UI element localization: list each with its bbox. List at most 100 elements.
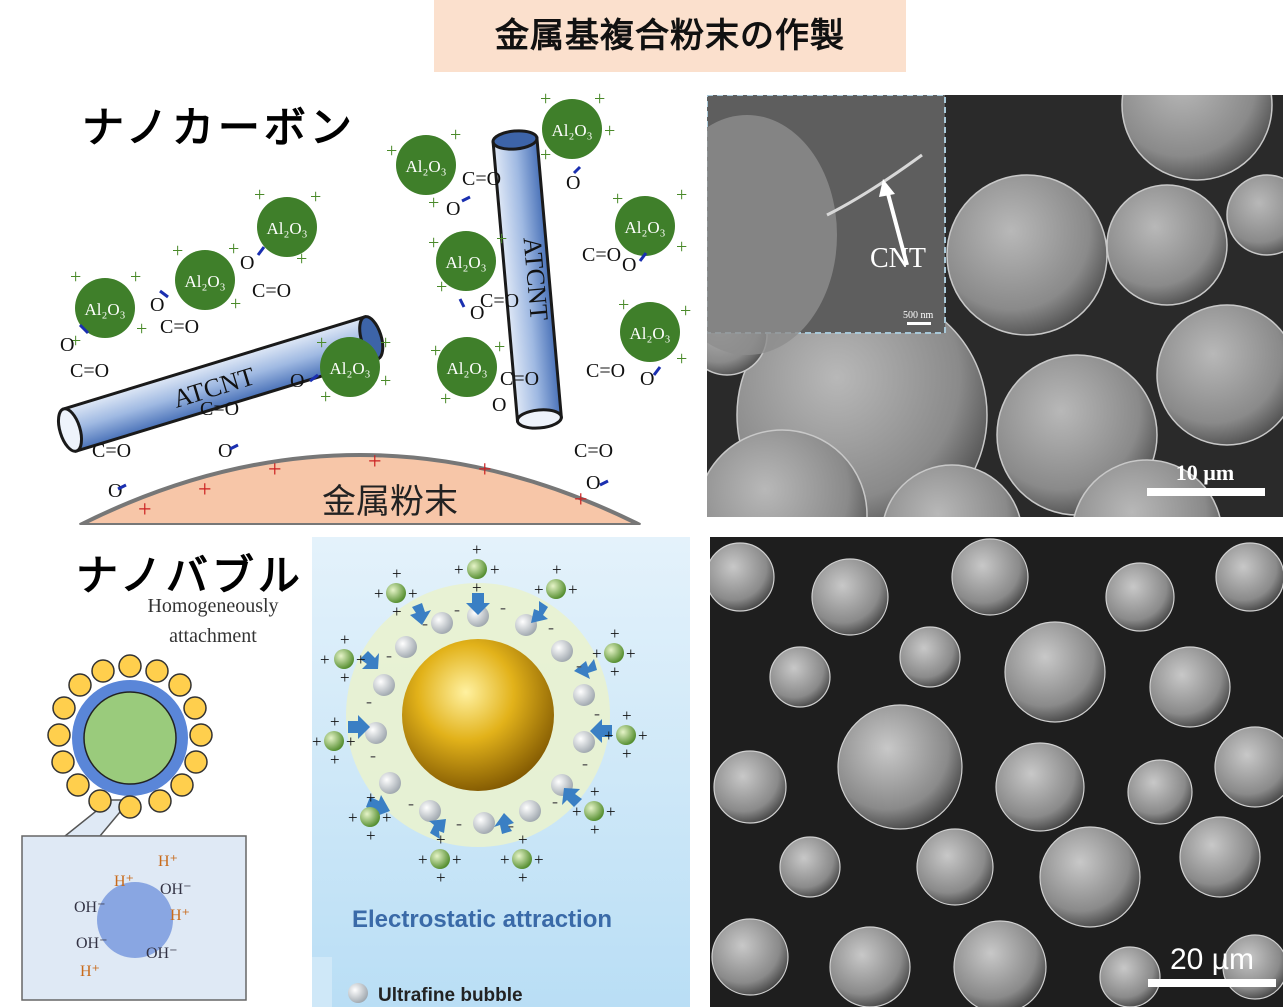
svg-text:C=O: C=O bbox=[574, 440, 613, 462]
alumina-particles: Al₂O₃ Al₂O₃ Al₂O₃ Al₂O₃ Al₂O₃ Al₂O₃ Al₂O… bbox=[75, 99, 680, 397]
svg-text:C=O: C=O bbox=[252, 280, 291, 302]
bubble-attachment-diagram: Homogeneously attachment H⁺ H⁺ OH⁻ OH⁻ H… bbox=[21, 595, 279, 1001]
svg-text:+: + bbox=[386, 140, 397, 162]
svg-text:+: + bbox=[494, 336, 505, 358]
svg-text:+: + bbox=[604, 120, 615, 142]
carboxyl-groups: O C=O O C=O O C=O O C=O O C=O O O C=O O … bbox=[60, 168, 654, 502]
svg-text:O: O bbox=[290, 370, 304, 392]
svg-text:+: + bbox=[574, 487, 588, 513]
plus-charges: ++++ +++ ++++ ++++ ++++ ++++ ++++ ++++ +… bbox=[312, 540, 648, 887]
svg-text:+: + bbox=[330, 750, 340, 769]
svg-text:+: + bbox=[490, 560, 500, 579]
atcnt-tube-right: ATCNT bbox=[491, 129, 563, 430]
svg-text:C=O: C=O bbox=[70, 360, 109, 382]
cnt-fiber bbox=[826, 153, 923, 217]
electrostatic-diagram: --- --- --- --- -- ++++ +++ ++++ ++++ ++… bbox=[312, 537, 690, 1007]
svg-text:C=O: C=O bbox=[500, 368, 539, 390]
svg-text:+: + bbox=[346, 732, 356, 751]
svg-text:+: + bbox=[366, 788, 376, 807]
svg-text:+: + bbox=[454, 560, 464, 579]
svg-text:+: + bbox=[130, 266, 141, 288]
svg-text:+: + bbox=[320, 650, 330, 669]
svg-text:+: + bbox=[380, 370, 391, 392]
svg-text:-: - bbox=[454, 599, 460, 619]
svg-text:+: + bbox=[70, 266, 81, 288]
svg-text:+: + bbox=[368, 449, 382, 475]
title-banner bbox=[434, 0, 906, 72]
svg-text:-: - bbox=[500, 597, 506, 617]
inset-scale-bar bbox=[907, 322, 931, 325]
svg-text:+: + bbox=[436, 276, 447, 298]
svg-text:H⁺: H⁺ bbox=[170, 907, 190, 924]
svg-text:C=O: C=O bbox=[462, 168, 501, 190]
svg-text:+: + bbox=[392, 564, 402, 583]
svg-text:O: O bbox=[470, 302, 484, 324]
svg-text:+: + bbox=[610, 662, 620, 681]
svg-text:-: - bbox=[582, 753, 588, 773]
caption-line2: attachment bbox=[169, 625, 257, 647]
svg-text:Al₂O₃: Al₂O₃ bbox=[551, 121, 592, 140]
svg-text:+: + bbox=[330, 712, 340, 731]
svg-text:+: + bbox=[366, 826, 376, 845]
svg-text:+: + bbox=[228, 238, 239, 260]
svg-text:+: + bbox=[316, 332, 327, 354]
svg-text:O: O bbox=[566, 172, 580, 194]
svg-text:O: O bbox=[446, 198, 460, 220]
svg-text:Al₂O₃: Al₂O₃ bbox=[84, 300, 125, 319]
svg-text:-: - bbox=[386, 645, 392, 665]
svg-text:O: O bbox=[150, 294, 164, 316]
svg-text:-: - bbox=[370, 745, 376, 765]
svg-text:+: + bbox=[610, 624, 620, 643]
inset-scale-label: 500 nm bbox=[903, 310, 934, 321]
electrostatic-label: Electrostatic attraction bbox=[352, 906, 612, 933]
nanocarbon-diagram: 金属粉末 +++ +++ ATCNT ATCNT Al₂O₃ Al₂O₃ Al₂… bbox=[56, 88, 691, 525]
svg-text:+: + bbox=[320, 386, 331, 408]
svg-text:OH⁻: OH⁻ bbox=[76, 935, 108, 952]
ultrafine-bubbles bbox=[365, 605, 595, 834]
sem-image-top: CNT 500 nm 10 µm bbox=[707, 95, 1283, 517]
svg-text:+: + bbox=[472, 540, 482, 559]
svg-text:+: + bbox=[418, 850, 428, 869]
sem-bottom-scale-label: 20 µm bbox=[1170, 943, 1254, 976]
ion-labels: H⁺ H⁺ OH⁻ OH⁻ H⁺ OH⁻ OH⁻ H⁺ bbox=[74, 853, 192, 980]
legend-bubble-icon bbox=[348, 983, 368, 1003]
svg-text:O: O bbox=[60, 334, 74, 356]
svg-text:Al₂O₃: Al₂O₃ bbox=[329, 359, 370, 378]
svg-text:+: + bbox=[436, 868, 446, 887]
svg-text:Al₂O₃: Al₂O₃ bbox=[266, 219, 307, 238]
svg-text:+: + bbox=[254, 184, 265, 206]
cations bbox=[324, 559, 636, 869]
svg-text:-: - bbox=[594, 703, 600, 723]
svg-text:+: + bbox=[676, 348, 687, 370]
svg-text:H⁺: H⁺ bbox=[80, 963, 100, 980]
svg-text:+: + bbox=[374, 584, 384, 603]
page-title: 金属基複合粉末の作製 bbox=[495, 16, 845, 56]
svg-text:C=O: C=O bbox=[200, 398, 239, 420]
nanobubble-heading: ナノバブル bbox=[76, 551, 304, 600]
sem-particles-top bbox=[707, 95, 1283, 517]
svg-text:+: + bbox=[622, 706, 632, 725]
svg-text:+: + bbox=[594, 88, 605, 110]
svg-text:+: + bbox=[348, 808, 358, 827]
svg-text:+: + bbox=[380, 332, 391, 354]
svg-text:OH⁻: OH⁻ bbox=[160, 881, 192, 898]
svg-text:+: + bbox=[408, 584, 418, 603]
svg-text:Al₂O₃: Al₂O₃ bbox=[446, 359, 487, 378]
powder-charges: +++ +++ bbox=[138, 449, 588, 523]
svg-text:Al₂O₃: Al₂O₃ bbox=[405, 157, 446, 176]
svg-text:+: + bbox=[590, 782, 600, 801]
svg-text:C=O: C=O bbox=[480, 290, 519, 312]
svg-text:C=O: C=O bbox=[582, 244, 621, 266]
sem-top-scale-label: 10 µm bbox=[1176, 460, 1235, 485]
coated-particle bbox=[47, 654, 213, 819]
svg-text:+: + bbox=[496, 228, 507, 250]
svg-text:+: + bbox=[392, 602, 402, 621]
svg-text:+: + bbox=[340, 668, 350, 687]
nanocarbon-heading: ナノカーボン bbox=[82, 103, 356, 152]
svg-text:H⁺: H⁺ bbox=[158, 853, 178, 870]
svg-text:+: + bbox=[622, 744, 632, 763]
svg-text:Al₂O₃: Al₂O₃ bbox=[624, 218, 665, 237]
metal-powder-label: 金属粉末 bbox=[322, 482, 458, 522]
svg-text:+: + bbox=[340, 630, 350, 649]
svg-text:+: + bbox=[676, 236, 687, 258]
